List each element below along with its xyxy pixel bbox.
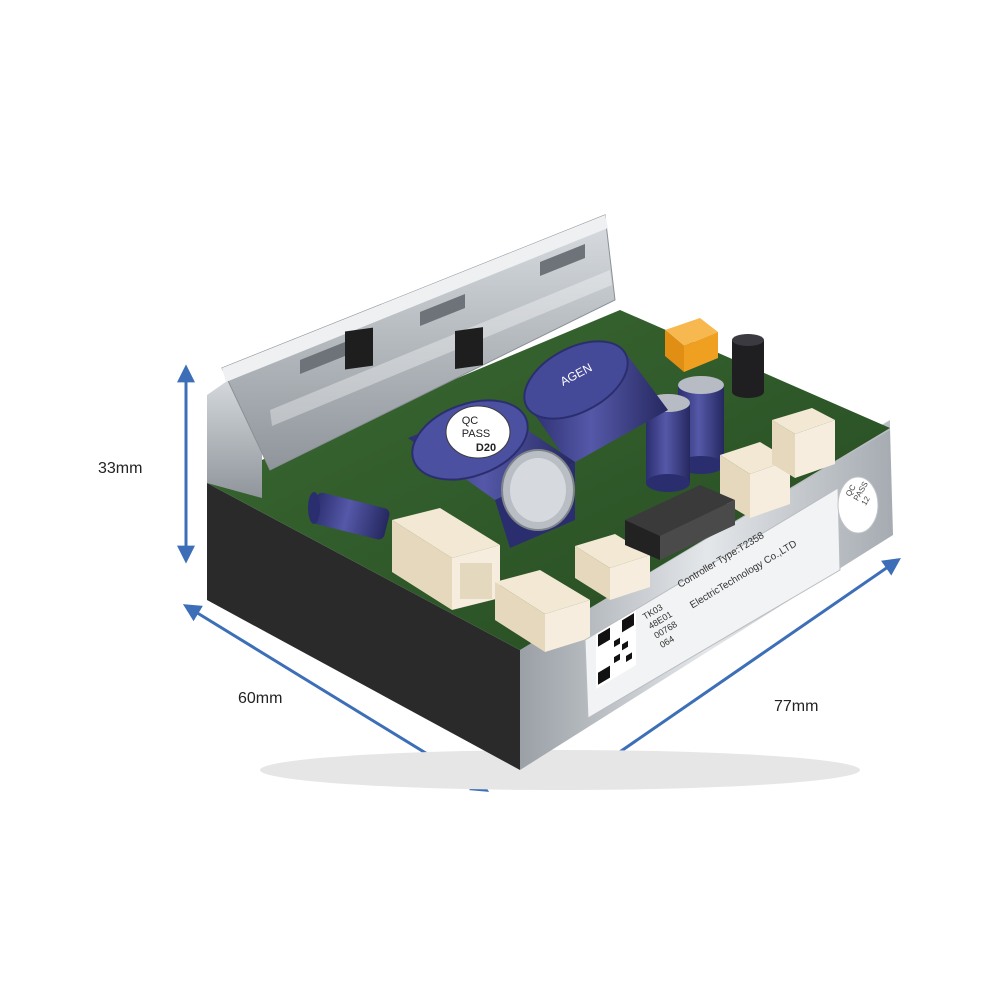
width-dimension-arrow — [579, 557, 901, 781]
large-capacitor-front: QC PASS D20 — [408, 399, 575, 548]
width-dimension-label: 77mm — [774, 698, 819, 715]
jst-connector — [495, 570, 590, 652]
motor-controller: AGEN QC PASS D20 — [207, 214, 893, 790]
svg-text:D20: D20 — [476, 442, 496, 454]
large-capacitor: AGEN — [523, 340, 668, 465]
jst-connector — [720, 442, 790, 518]
height-dimension-label: 33mm — [98, 460, 143, 477]
jst-connector — [772, 408, 835, 478]
heatsink-base — [207, 483, 520, 770]
small-black-capacitor — [732, 334, 764, 398]
jst-connector — [392, 508, 500, 610]
black-pin-header — [625, 485, 735, 560]
svg-text:PASS: PASS — [462, 428, 491, 440]
qc-pass-sticker: QC PASS D20 — [445, 405, 511, 459]
svg-text:QC: QC — [462, 415, 479, 427]
horizontal-capacitor — [308, 492, 390, 540]
qr-code — [596, 609, 636, 689]
depth-dimension-label: 60mm — [238, 690, 283, 707]
xt30-connector — [665, 318, 718, 372]
jst-connector — [575, 534, 650, 600]
housing-qc-sticker: QC PASS 12 — [837, 476, 879, 534]
